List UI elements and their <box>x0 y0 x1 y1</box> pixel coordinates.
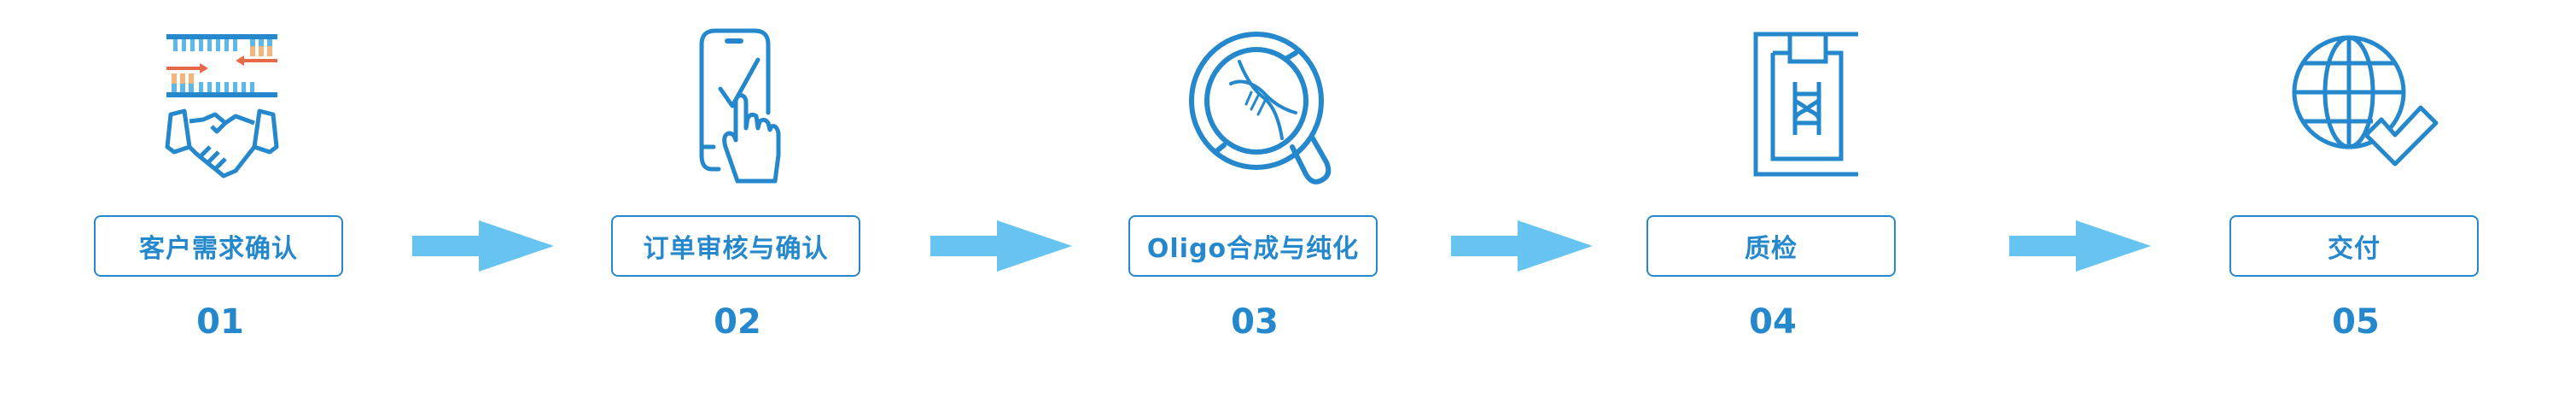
step-label: Oligo合成与纯化 <box>1146 234 1360 264</box>
step-4: 质检 04 <box>1646 0 1899 398</box>
arrow-right-icon <box>2009 220 2151 272</box>
step-label: 客户需求确认 <box>139 234 298 264</box>
step-1: 客户需求确认 01 <box>94 0 347 398</box>
step-number: 02 <box>714 302 761 342</box>
step-number: 04 <box>1749 302 1797 342</box>
arrow-right-icon <box>930 220 1072 272</box>
phone-check-icon <box>699 28 781 184</box>
step-5: 交付 05 <box>2229 0 2482 398</box>
step-label: 交付 <box>2328 234 2381 264</box>
arrow-right-icon <box>1451 220 1593 272</box>
step-3: Oligo合成与纯化 03 <box>1128 0 1381 398</box>
step-label-box: 交付 <box>2229 215 2479 277</box>
step-label-box: 质检 <box>1646 215 1896 277</box>
step-number: 05 <box>2332 302 2380 342</box>
dna-handshake-icon <box>165 34 279 179</box>
step-label-box: 订单审核与确认 <box>611 215 860 277</box>
step-label: 质检 <box>1745 234 1798 264</box>
step-label-box: 客户需求确认 <box>94 215 343 277</box>
arrow-right-icon <box>412 220 554 272</box>
globe-check-icon <box>2292 35 2439 167</box>
step-2: 订单审核与确认 02 <box>611 0 864 398</box>
step-label: 订单审核与确认 <box>643 234 829 264</box>
step-number: 03 <box>1231 302 1279 342</box>
magnifier-dna-icon <box>1189 32 1332 184</box>
step-number: 01 <box>196 302 244 342</box>
clipboard-dna-icon <box>1753 32 1858 177</box>
step-label-box: Oligo合成与纯化 <box>1128 215 1378 277</box>
